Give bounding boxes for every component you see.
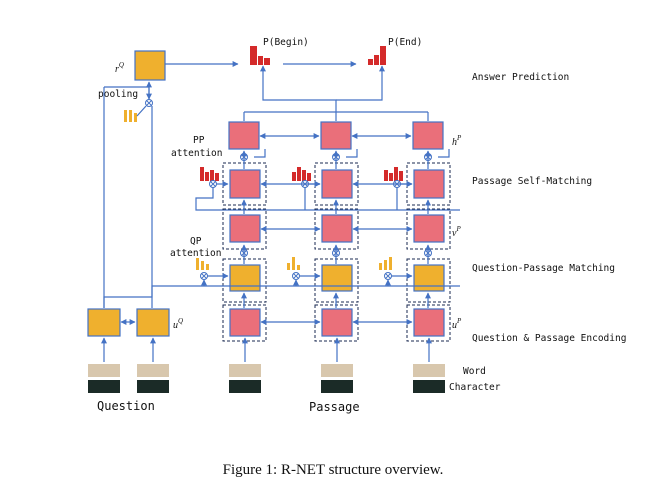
qp-input-gate-icon-1 [200, 272, 208, 280]
word-label: Word [463, 366, 486, 377]
v-p-label: vP [452, 225, 461, 239]
u-q-label: uQ [173, 317, 183, 331]
passage-self-matching-layer: PP attention Passage Self-Matching [171, 135, 592, 211]
character-label: Character [449, 382, 501, 393]
hp-to-begin-arrow [260, 65, 337, 121]
self-match-node-1 [229, 169, 261, 199]
passage-word-embedding-2 [321, 364, 353, 377]
answer-prediction-label: Answer Prediction [472, 72, 569, 83]
qp-input-gate-icon-2 [292, 272, 300, 280]
question-char-embedding-2 [137, 380, 169, 393]
p-end-label: P(End) [388, 37, 422, 48]
h-p-node-3 [412, 121, 444, 150]
qp-attention-bars-icon-3 [379, 257, 392, 270]
h-p-node-2 [320, 121, 352, 150]
uq-pooling-input [104, 86, 152, 100]
pp-attention-bars-icon-3 [384, 167, 403, 181]
pooling-weight-arrow [136, 105, 147, 117]
pooling-gate-icon [145, 99, 153, 107]
pooling-label: pooling [98, 89, 138, 100]
passage-label: Passage [309, 400, 360, 414]
sm1-side [254, 149, 266, 158]
encoding-layer: uP uQ Question & Passage Encoding [87, 86, 626, 344]
h-p-label: hP [452, 134, 462, 148]
v-p-node-2 [321, 214, 353, 243]
question-char-embedding-1 [88, 380, 120, 393]
question-passage-matching-label: Question-Passage Matching [472, 263, 615, 274]
qp-node-2 [321, 264, 353, 292]
u-p-node-3 [413, 308, 445, 337]
pooling-attention-icon [124, 110, 137, 122]
u-q-node-2 [136, 308, 170, 337]
r-q-node [134, 50, 166, 81]
hp-to-end-arrow [336, 65, 385, 101]
h-p-node-1 [228, 121, 260, 150]
self-match-node-2 [321, 169, 353, 199]
question-word-embedding-2 [137, 364, 169, 377]
v-p-node-1 [229, 214, 261, 243]
r-q-label: rQ [115, 61, 124, 75]
qp-attention-label-line2: attention [170, 248, 221, 259]
figure-caption: Figure 1: R-NET structure overview. [223, 462, 444, 478]
u-q-node-1 [87, 308, 121, 337]
self-matching-output-layer: hP [228, 65, 462, 150]
qp-attention-bars-icon-1 [196, 258, 209, 270]
qp-attention-bars-icon-2 [287, 257, 300, 270]
u-p-node-2 [321, 308, 353, 337]
pp-attention-bars-icon-2 [292, 167, 311, 181]
p-begin-distribution-icon [250, 46, 270, 65]
question-summary: rQ pooling [98, 50, 239, 122]
u-p-label: uP [452, 317, 462, 331]
question-passage-encoding-label: Question & Passage Encoding [472, 333, 626, 344]
self-match-node-3 [413, 169, 445, 199]
sm3-side [438, 149, 450, 158]
passage-char-embedding-2 [321, 380, 353, 393]
question-word-embedding-1 [88, 364, 120, 377]
pp-bus [195, 187, 460, 211]
pp-attention-bars-icon-1 [200, 167, 219, 181]
question-label: Question [97, 399, 155, 413]
passage-char-embedding-3 [413, 380, 445, 393]
qp-node-1 [229, 264, 261, 292]
passage-char-embedding-1 [229, 380, 261, 393]
qp-attention-label-line1: QP [190, 236, 202, 247]
pp-attention-label-line2: attention [171, 148, 222, 159]
question-aware-passage-layer: vP [222, 199, 461, 250]
u-p-node-1 [229, 308, 261, 337]
sm2-side [346, 149, 358, 158]
embedding-layer: Word Character Question Passage [88, 337, 501, 414]
p-begin-label: P(Begin) [263, 37, 309, 48]
passage-self-matching-label: Passage Self-Matching [472, 176, 592, 187]
pp-input-gate-icon-1 [209, 180, 217, 188]
pp-attention-label-line1: PP [193, 135, 205, 146]
qp-node-3 [413, 264, 445, 292]
passage-word-embedding-1 [229, 364, 261, 377]
passage-word-embedding-3 [413, 364, 445, 377]
qp-input-gate-icon-3 [384, 272, 392, 280]
v-p-node-3 [413, 214, 445, 243]
p-end-distribution-icon [368, 46, 386, 65]
answer-prediction-layer: P(Begin) P(End) Answer Prediction [250, 37, 569, 83]
question-passage-matching-layer: QP attention Question-Passage Matching [103, 236, 615, 308]
